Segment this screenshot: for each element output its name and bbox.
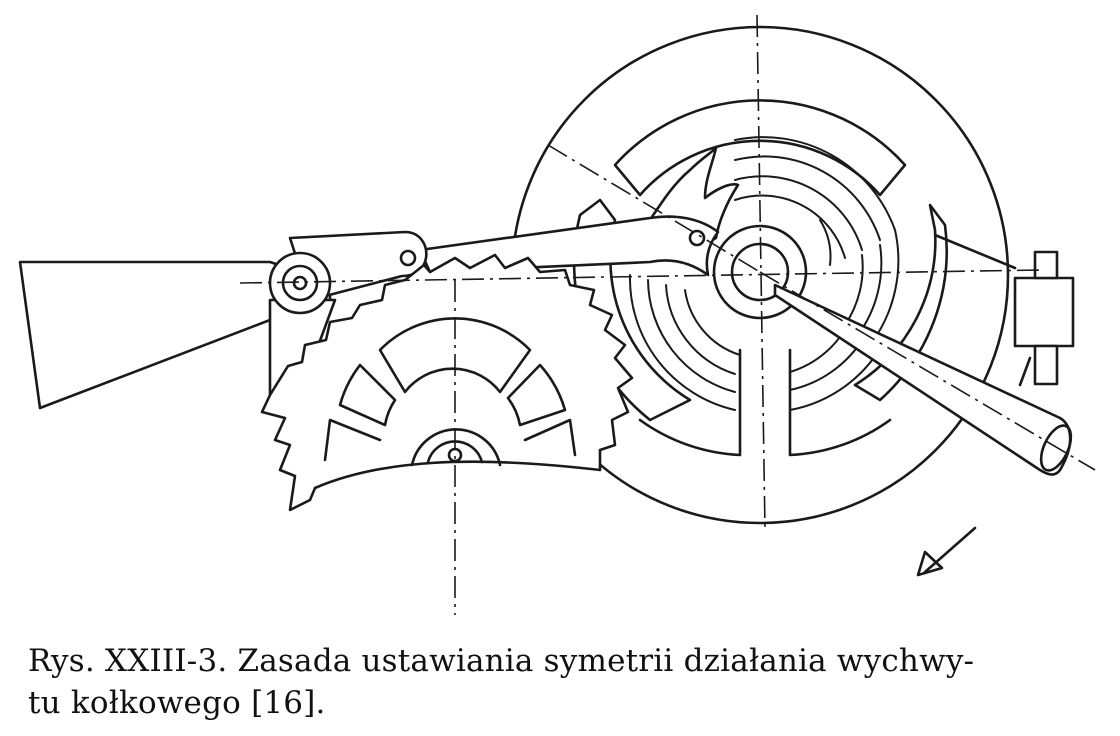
- escape-wheel: [260, 253, 634, 512]
- escapement-diagram: [18, 14, 1096, 615]
- direction-arrow: [916, 526, 977, 577]
- pallet-fork: [418, 146, 740, 277]
- caption-line-2: tu kołkowego [16].: [28, 685, 326, 721]
- caption-line-1: Rys. XXIII-3. Zasada ustawiania symetrii…: [28, 643, 975, 679]
- axis-lines: [239, 14, 1096, 615]
- adjusting-tool: [773, 283, 1073, 476]
- figure-caption: Rys. XXIII-3. Zasada ustawiania symetrii…: [28, 640, 1098, 724]
- balance-wheel: [510, 25, 1010, 525]
- pallet-pivot-arm: [18, 230, 428, 410]
- hairspring-stud: [933, 233, 1075, 387]
